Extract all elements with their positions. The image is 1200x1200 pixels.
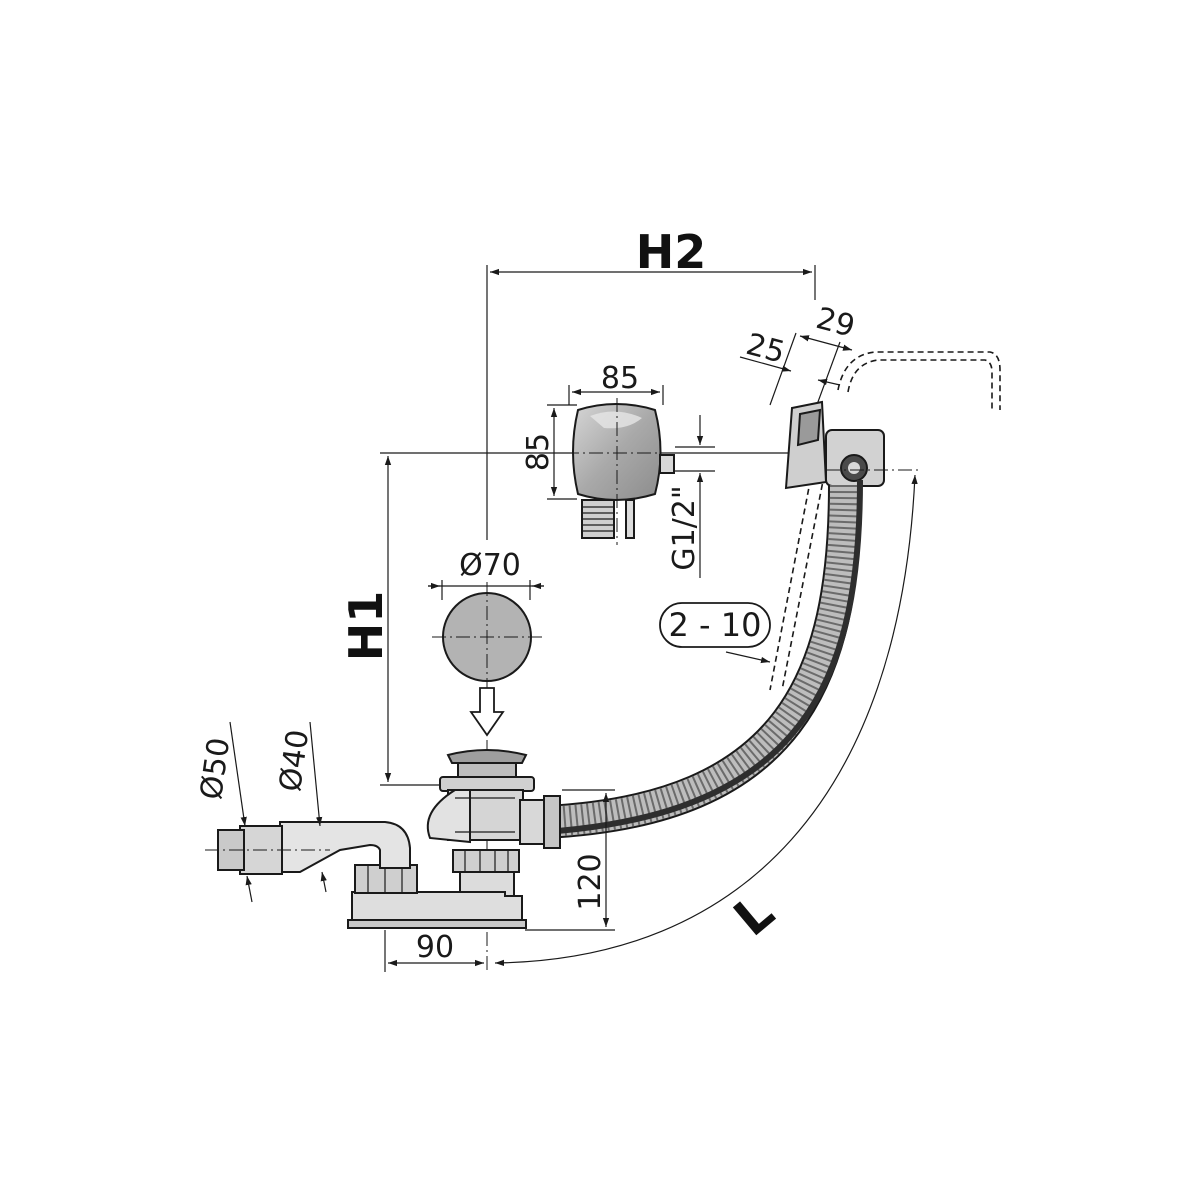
offset-label: 90 (416, 930, 454, 965)
depth-dimension: 120 (525, 789, 615, 931)
range-label: 2 - 10 (669, 606, 762, 644)
h1-label: H1 (339, 591, 393, 662)
dim-29-label: 29 (812, 301, 858, 345)
plug-cap: Ø70 (428, 548, 544, 737)
cap-diameter-label: Ø70 (459, 548, 521, 583)
overflow-body (784, 400, 920, 490)
outlet-diameter-dims: Ø50 Ø40 (194, 721, 327, 903)
drain-assembly (205, 740, 561, 970)
tub-wall-outline (769, 351, 1001, 691)
knob-width-label: 85 (601, 361, 639, 396)
thread-dimension: G1/2" (667, 415, 715, 578)
h1-dimension: H1 (339, 452, 790, 786)
down-arrow-icon (469, 687, 505, 737)
depth-label: 120 (573, 853, 608, 910)
outlet-diameter-40-label: Ø40 (273, 728, 316, 794)
offset-dimension: 90 (384, 930, 484, 972)
thread-label: G1/2" (667, 485, 702, 570)
knob-height-label: 85 (521, 433, 556, 471)
h2-label: H2 (636, 225, 707, 279)
outlet-diameter-50-label: Ø50 (194, 736, 237, 802)
range-callout: 2 - 10 (659, 602, 771, 664)
h2-dimension: H2 (486, 225, 816, 540)
dim-25-label: 25 (742, 327, 788, 371)
wall-thickness-dims: 29 25 (739, 301, 858, 411)
